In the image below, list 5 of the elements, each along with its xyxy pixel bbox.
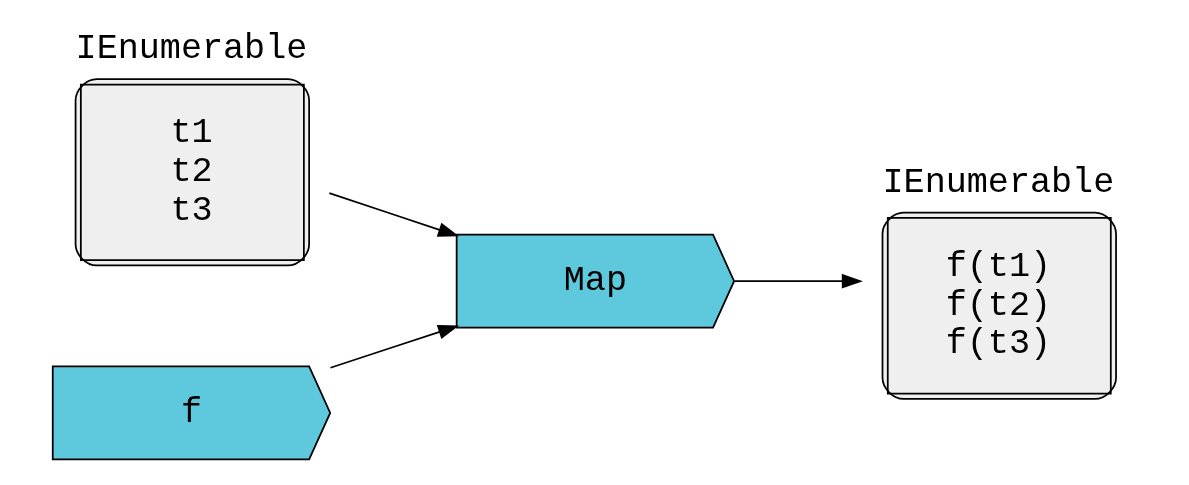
node-label: IEnumerable [882,162,1115,203]
arrow [733,273,863,289]
arrow [329,324,460,369]
arrow [328,191,460,237]
node-label: IEnumerable [75,28,308,69]
